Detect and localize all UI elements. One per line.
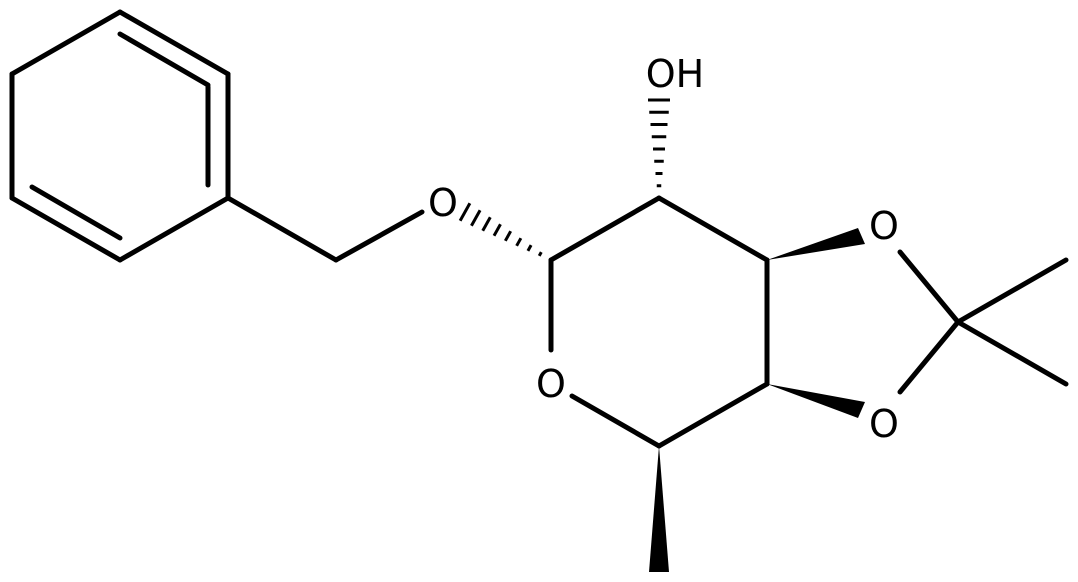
methyl-bond bbox=[955, 319, 1069, 387]
ring-oxygen-label: O bbox=[536, 362, 566, 406]
bond bbox=[897, 249, 961, 325]
bond bbox=[897, 319, 961, 395]
dioxolane-oxygen-lower-label: O bbox=[869, 402, 899, 446]
bond bbox=[656, 195, 770, 263]
hash-mark bbox=[481, 216, 492, 232]
bond bbox=[333, 209, 425, 263]
benzene-ring bbox=[9, 9, 231, 263]
double-bond-inner bbox=[117, 31, 211, 88]
hashed-bond bbox=[648, 98, 670, 200]
hash-mark bbox=[470, 209, 482, 227]
hash-mark bbox=[537, 251, 543, 257]
hydroxyl-label: OH bbox=[646, 52, 704, 96]
bond bbox=[117, 195, 231, 263]
bond bbox=[117, 9, 231, 77]
bond bbox=[548, 195, 662, 263]
wedge-bond bbox=[649, 446, 669, 572]
dioxolane-ring bbox=[767, 228, 961, 418]
ether-oxygen-label: O bbox=[428, 181, 458, 225]
methyl-bond bbox=[955, 257, 1069, 325]
hash-mark bbox=[504, 230, 512, 242]
wedge-bond bbox=[767, 384, 865, 418]
wedge-bond bbox=[767, 228, 865, 260]
hash-mark bbox=[492, 223, 502, 237]
double-bond-inner bbox=[29, 184, 123, 241]
hashed-bond bbox=[458, 202, 553, 262]
bond bbox=[656, 381, 770, 449]
bond bbox=[225, 195, 339, 263]
dioxolane-oxygen-upper-label: O bbox=[869, 204, 899, 248]
hash-mark bbox=[458, 202, 472, 222]
bond bbox=[569, 393, 662, 449]
bond bbox=[9, 9, 123, 77]
hash-mark bbox=[515, 237, 523, 247]
pyranose-ring bbox=[548, 195, 770, 449]
bond bbox=[9, 195, 123, 263]
hash-mark bbox=[526, 244, 533, 252]
